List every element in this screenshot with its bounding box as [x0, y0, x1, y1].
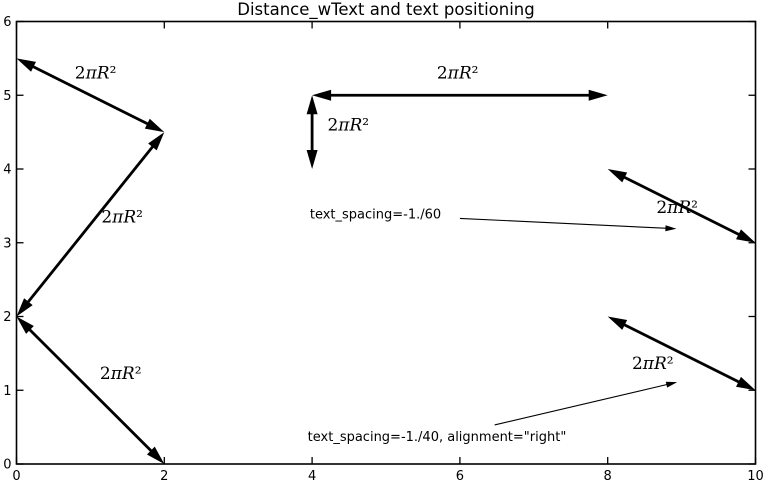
arrowhead [306, 150, 318, 169]
arrow-label: 2πR² [100, 364, 142, 384]
arrowhead [16, 58, 36, 72]
math-glyph: R [677, 198, 691, 218]
math-glyph: R [348, 115, 362, 135]
x-tick-label: 0 [12, 469, 20, 484]
annotation-arrow [459, 217, 677, 232]
measure-arrow [607, 169, 756, 243]
math-glyph: R [122, 207, 136, 227]
arrow-shaft [620, 174, 743, 238]
measure-arrow [306, 95, 318, 169]
y-tick-label: 0 [3, 458, 11, 473]
arrowhead [16, 298, 33, 317]
arrowhead [607, 169, 628, 183]
arrowhead [144, 118, 165, 133]
math-glyph: 2 [327, 115, 338, 135]
arrow-label: 2πR² [327, 115, 369, 135]
y-tick-label: 2 [3, 310, 11, 325]
arrowhead [306, 95, 318, 115]
measure-arrow [16, 58, 165, 133]
arrow-label: 2πR² [75, 64, 117, 84]
arrowhead [588, 89, 608, 101]
arrowhead [148, 132, 165, 151]
x-tick-label: 8 [604, 469, 612, 484]
y-tick-label: 5 [3, 89, 11, 104]
arrowhead [736, 376, 756, 391]
arrow-label: 2πR² [656, 198, 698, 218]
arrow-label: 2πR² [101, 207, 143, 227]
y-tick-label: 4 [3, 163, 11, 178]
math-glyph: π [642, 354, 655, 374]
arrow-shaft [494, 383, 669, 426]
arrowhead [607, 316, 628, 330]
y-tick-label: 1 [3, 384, 11, 399]
math-glyph: R [96, 64, 110, 84]
math-glyph: 2 [100, 364, 111, 384]
math-glyph: R [458, 64, 472, 84]
math-glyph: π [447, 64, 460, 84]
annotation-text: text_spacing=-1./40, alignment="right" [308, 430, 567, 445]
math-glyph: ² [136, 207, 143, 227]
axes-frame [15, 20, 757, 465]
arrow-shaft [26, 326, 155, 455]
arrow-shaft [24, 143, 156, 306]
measure-arrow [16, 316, 165, 464]
arrow-label: 2πR² [437, 64, 479, 84]
math-glyph: ² [667, 354, 674, 374]
x-tick-label: 4 [308, 469, 316, 484]
math-glyph: ² [135, 364, 142, 384]
y-tick-label: 3 [3, 236, 11, 251]
math-glyph: ² [362, 115, 369, 135]
arrowhead [665, 225, 677, 232]
arrow-label: 2πR² [632, 354, 674, 374]
math-glyph: 2 [632, 354, 643, 374]
arrowhead [146, 446, 165, 464]
x-tick-label: 6 [456, 469, 464, 484]
math-glyph: 2 [656, 198, 667, 218]
x-tick-label: 10 [747, 469, 764, 484]
x-tick-label: 2 [160, 469, 168, 484]
annotation-text: text_spacing=-1./60 [310, 207, 441, 222]
measure-arrow [312, 89, 608, 101]
math-glyph: ² [691, 198, 698, 218]
math-glyph: 2 [101, 207, 112, 227]
math-glyph: ² [472, 64, 479, 84]
measure-arrow [16, 132, 165, 317]
arrow-shaft [620, 322, 743, 385]
math-glyph: 2 [75, 64, 86, 84]
arrowhead [736, 229, 756, 243]
math-glyph: π [111, 207, 124, 227]
arrowhead [16, 316, 34, 334]
math-glyph: π [666, 198, 679, 218]
math-glyph: π [110, 364, 123, 384]
annotation-arrow [494, 381, 678, 426]
measure-arrow [607, 316, 756, 391]
arrow-shaft [459, 217, 668, 229]
chart-title: Distance_wText and text positioning [237, 0, 534, 20]
math-glyph: π [85, 64, 98, 84]
y-tick-label: 6 [3, 15, 11, 30]
arrowhead [665, 381, 678, 388]
math-glyph: R [653, 354, 667, 374]
math-glyph: π [337, 115, 350, 135]
math-glyph: ² [110, 64, 117, 84]
arrow-shaft [29, 63, 152, 127]
math-glyph: R [121, 364, 135, 384]
math-glyph: 2 [437, 64, 448, 84]
arrowhead [312, 89, 332, 101]
